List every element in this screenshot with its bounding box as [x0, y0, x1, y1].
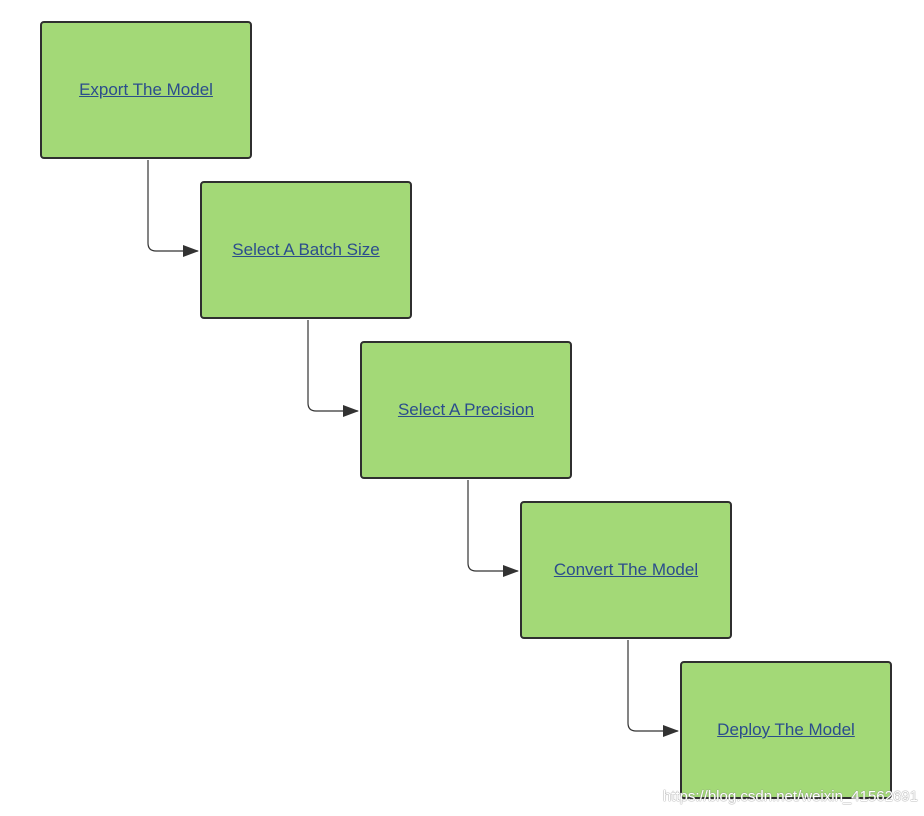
watermark-text: https://blog.csdn.net/weixin_41562691 — [662, 788, 918, 805]
step-convert-model-link[interactable]: Convert The Model — [553, 560, 699, 579]
step-export-model: Export The Model — [40, 21, 252, 159]
step-export-model-link[interactable]: Export The Model — [79, 80, 213, 99]
step-select-batch-size-link[interactable]: Select A Batch Size — [232, 240, 380, 259]
step-convert-model: Convert The Model — [520, 501, 732, 639]
connector-precision-to-convert — [467, 480, 519, 577]
step-select-batch-size: Select A Batch Size — [200, 181, 412, 319]
step-select-precision-link[interactable]: Select A Precision — [397, 400, 535, 419]
connector-export-to-batch — [147, 160, 199, 257]
step-deploy-model-link[interactable]: Deploy The Model — [717, 720, 855, 739]
step-select-precision: Select A Precision — [360, 341, 572, 479]
connector-convert-to-deploy — [627, 640, 679, 737]
connector-batch-to-precision — [307, 320, 359, 417]
step-deploy-model: Deploy The Model — [680, 661, 892, 799]
